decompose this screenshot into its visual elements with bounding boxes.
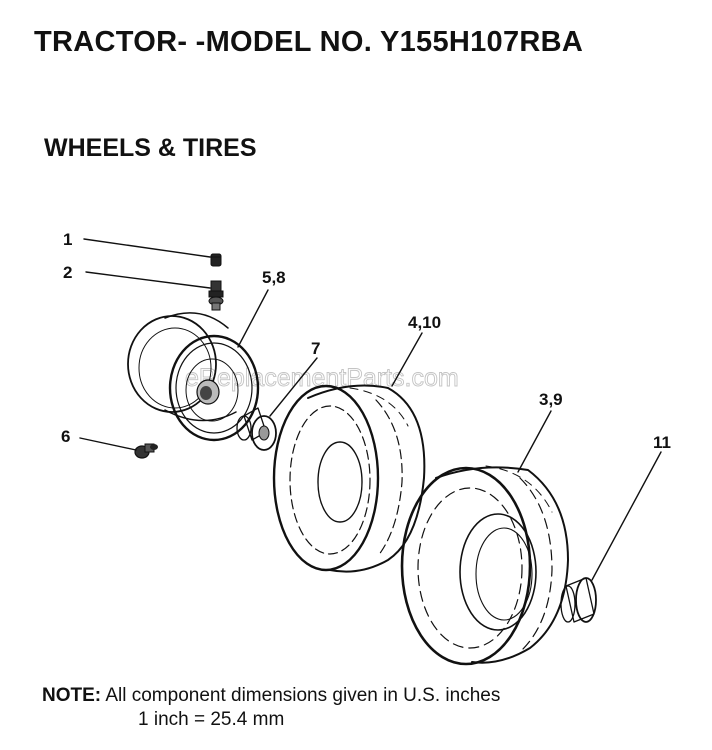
part-valve-stem — [208, 280, 224, 311]
part-spacer — [560, 577, 597, 623]
callout-7: 7 — [311, 339, 320, 358]
leader-5-8 — [237, 289, 269, 348]
leader-6 — [79, 437, 137, 451]
leader-1 — [83, 238, 211, 258]
part-bushing — [236, 407, 277, 451]
watermark-text: eReplacementParts.com — [185, 364, 459, 392]
note-line-1: All component dimensions given in U.S. i… — [105, 685, 501, 706]
part-valve-cap — [210, 253, 222, 267]
part-rear-tire — [400, 465, 569, 666]
leader-11 — [591, 451, 662, 581]
part-grease-fitting — [134, 443, 158, 459]
callout-11: 11 — [653, 433, 671, 452]
callout-5-8: 5,8 — [262, 268, 286, 287]
note-line-2: 1 inch = 25.4 mm — [138, 709, 285, 730]
page-title: TRACTOR- -MODEL NO. Y155H107RBA — [34, 26, 584, 58]
callout-4-10: 4,10 — [408, 313, 441, 332]
leader-4-10 — [391, 332, 423, 387]
leader-3-9 — [517, 410, 552, 473]
callout-3-9: 3,9 — [539, 390, 563, 409]
leader-2 — [85, 271, 211, 289]
part-wheel-rim — [127, 312, 260, 442]
leader-lines — [79, 238, 662, 581]
leader-7 — [269, 357, 318, 417]
callout-6: 6 — [61, 427, 70, 446]
note-label: NOTE: — [42, 685, 102, 706]
callout-2: 2 — [63, 263, 72, 282]
part-front-tire — [272, 384, 426, 573]
callout-1: 1 — [63, 230, 72, 249]
dimension-note: NOTE: All component dimensions given in … — [42, 684, 501, 730]
section-title: WHEELS & TIRES — [44, 134, 257, 162]
